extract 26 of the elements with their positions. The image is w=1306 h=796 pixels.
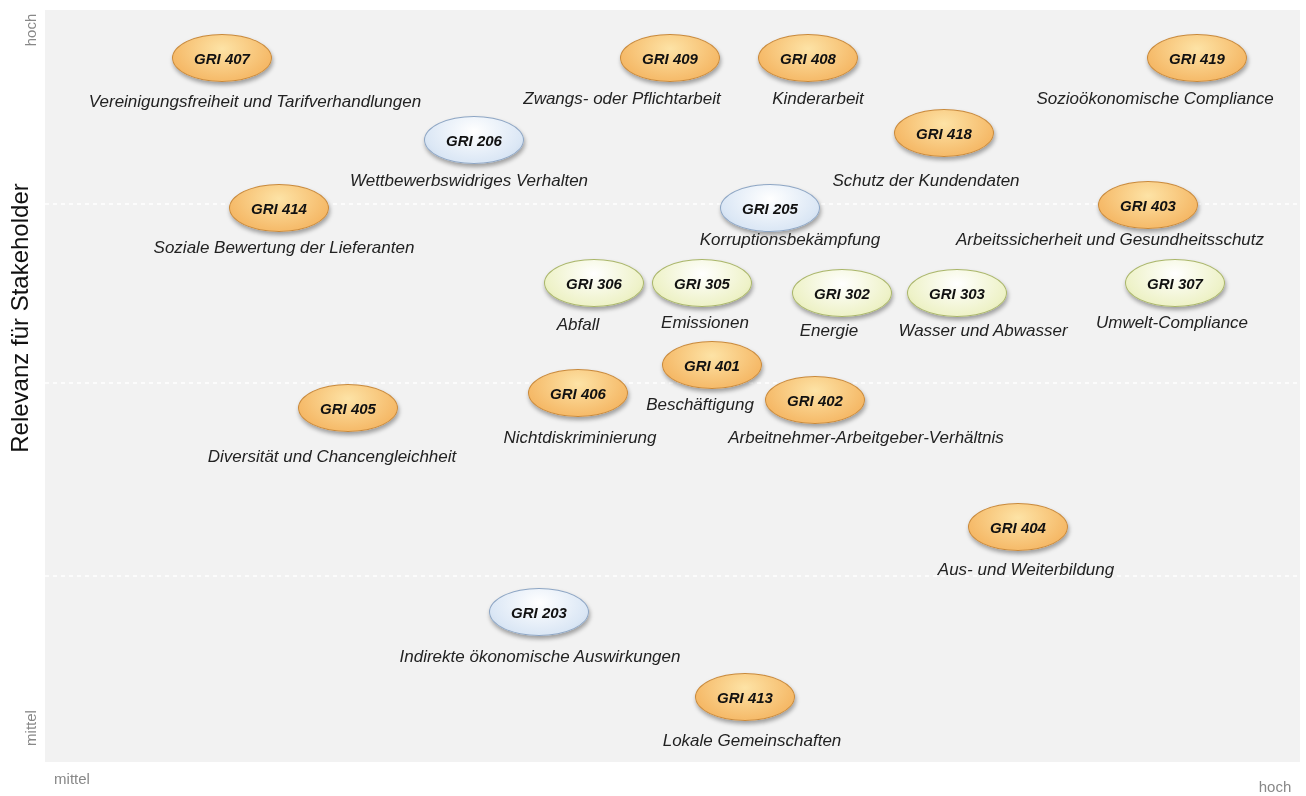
topic-caption: Korruptionsbekämpfung bbox=[699, 230, 881, 250]
topic-caption: Sozioökonomische Compliance bbox=[1036, 89, 1274, 109]
topic-caption: Emissionen bbox=[661, 313, 749, 333]
topic-caption: Kinderarbeit bbox=[772, 89, 864, 109]
topic-caption: Indirekte ökonomische Auswirkungen bbox=[399, 647, 681, 667]
topic-caption: Arbeitnehmer-Arbeitgeber-Verhältnis bbox=[728, 428, 1004, 448]
topic-caption: Beschäftigung bbox=[646, 395, 754, 415]
topic-caption: Schutz der Kundendaten bbox=[832, 171, 1020, 191]
topic-caption: Abfall bbox=[556, 315, 600, 335]
axis-end-label: mittel bbox=[54, 769, 90, 787]
topic-caption: Energie bbox=[799, 321, 859, 341]
topic-caption: Wettbewerbswidriges Verhalten bbox=[349, 171, 589, 191]
topic-caption: Vereinigungsfreiheit und Tarifverhandlungen bbox=[88, 92, 422, 112]
axis-title: Relevanz für Stakeholder bbox=[6, 183, 34, 453]
axis-end-label: hoch bbox=[21, 13, 39, 47]
axis-end-label: hoch bbox=[1258, 777, 1292, 795]
topic-caption: Aus- und Weiterbildung bbox=[937, 560, 1115, 580]
topic-caption: Nichtdiskriminierung bbox=[503, 428, 657, 448]
topic-caption: Arbeitssicherheit und Gesundheitsschutz bbox=[955, 230, 1265, 250]
topic-caption: Wasser und Abwasser bbox=[898, 321, 1068, 341]
topic-caption: Umwelt-Compliance bbox=[1095, 313, 1249, 333]
topic-caption: Zwangs- oder Pflichtarbeit bbox=[523, 89, 721, 109]
axis-end-label: mittel bbox=[21, 710, 39, 746]
topic-caption: Soziale Bewertung der Lieferanten bbox=[153, 238, 415, 258]
topic-caption: Lokale Gemeinschaften bbox=[662, 731, 842, 751]
topic-caption: Diversität und Chancengleichheit bbox=[207, 447, 457, 467]
